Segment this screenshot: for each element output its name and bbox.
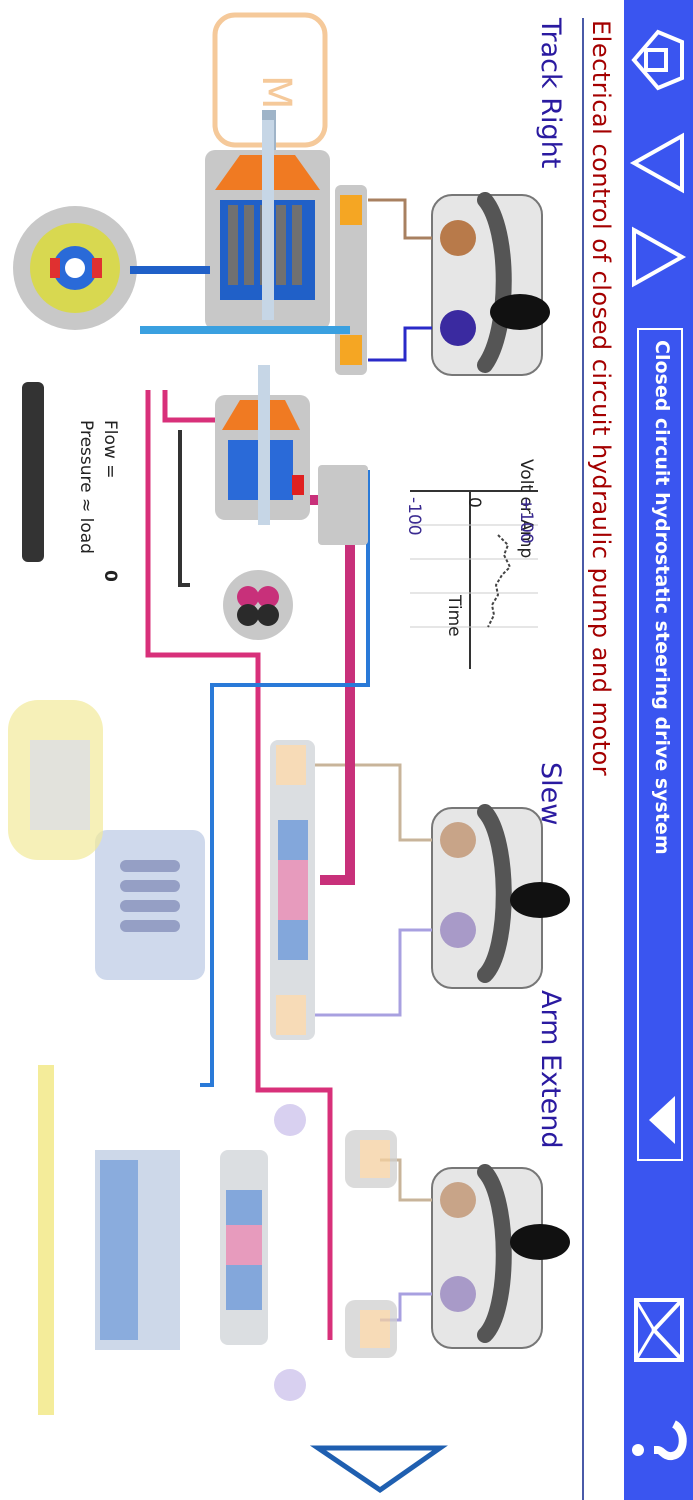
hydraulic-motor <box>13 206 137 330</box>
selector-label: Closed circuit hydrostatic steering driv… <box>651 340 673 855</box>
arm-valve <box>220 1130 397 1358</box>
lever-slew <box>431 804 570 989</box>
triangle-down-icon <box>632 226 687 288</box>
signal-graph: Volt or Amp +100 0 -100 Time <box>398 455 558 675</box>
lever-label-track-right: Track Right <box>535 18 566 169</box>
pump <box>205 120 330 330</box>
pressure-label: Pressure ≈ load <box>76 420 96 554</box>
graph-title: Volt or Amp <box>516 459 536 559</box>
graph-bottom-tick: -100 <box>404 497 424 536</box>
mail-button[interactable] <box>624 1290 693 1370</box>
home-icon <box>631 29 684 91</box>
secondary-pump <box>215 365 368 545</box>
next-button[interactable] <box>624 222 693 292</box>
lever-label-arm-extend: Arm Extend <box>535 990 566 1149</box>
triangle-down-icon[interactable] <box>309 1445 448 1494</box>
triangle-up-icon <box>629 132 684 194</box>
slew-valve <box>270 740 315 1040</box>
graph-top-tick: +100 <box>516 497 536 544</box>
track-icon <box>22 382 44 562</box>
arm-cylinder <box>95 1150 180 1350</box>
help-button[interactable] <box>624 1410 693 1490</box>
svg-text:M: M <box>253 75 299 110</box>
header-divider <box>582 18 584 1500</box>
subtitle: Electrical control of closed circuit hyd… <box>587 20 615 777</box>
gear-pump <box>223 570 293 640</box>
home-button[interactable] <box>624 20 693 100</box>
accumulator-icon <box>274 1104 306 1136</box>
graph-zero-tick: 0 <box>464 497 484 508</box>
hydraulic-schematic: M <box>8 12 570 1494</box>
prev-button[interactable] <box>624 128 693 198</box>
accumulator-icon <box>274 1369 306 1401</box>
flow-label: Flow = <box>100 420 120 479</box>
flow-value: 0 <box>100 570 120 582</box>
system-selector[interactable]: Closed circuit hydrostatic steering driv… <box>637 328 683 1161</box>
lever-track-right <box>431 192 550 376</box>
question-icon <box>632 1420 687 1461</box>
triangle-left-icon <box>649 1096 675 1144</box>
slew-motor <box>95 830 205 980</box>
lever-arm-extend <box>431 1164 570 1349</box>
lever-label-slew: Slew <box>535 762 566 826</box>
mail-icon <box>634 1298 684 1362</box>
graph-xlabel: Time <box>444 595 464 637</box>
arm-icon <box>38 1065 54 1415</box>
